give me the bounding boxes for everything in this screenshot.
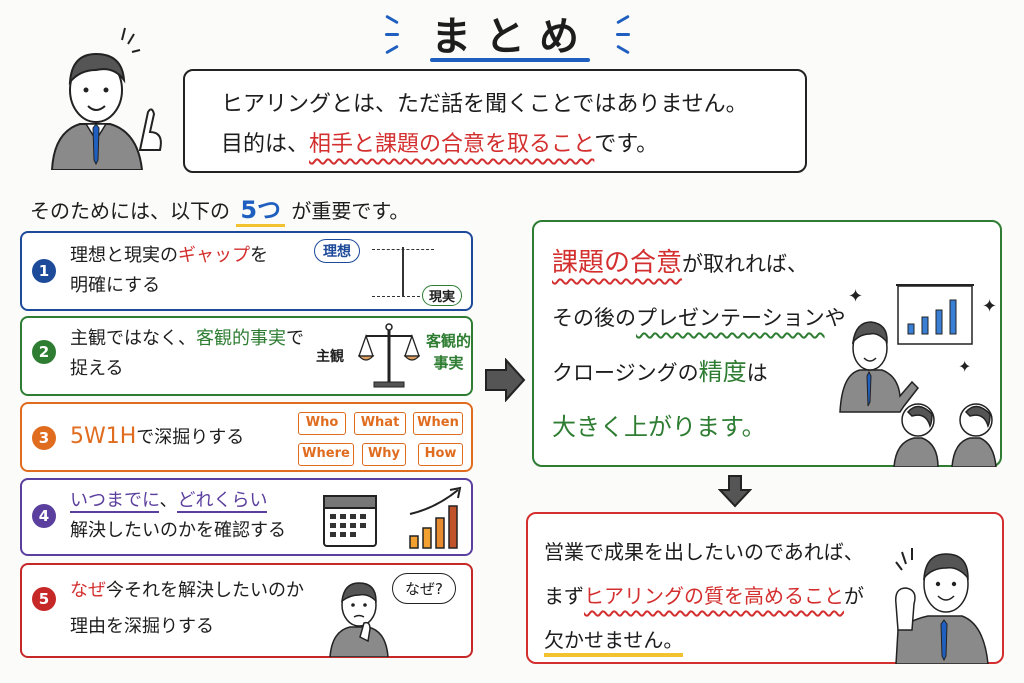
tag-why: Why: [362, 443, 406, 466]
tag-when: When: [413, 412, 463, 435]
step-5-text: なぜ今それを解決したいのか 理由を深掘りする: [70, 580, 304, 637]
title-decoration-right: [612, 14, 634, 55]
tag-what: What: [354, 412, 406, 435]
reality-cloud-label: 現実: [422, 285, 463, 306]
step-1-text: 理想と現実のギャップを 明確にする: [70, 245, 268, 296]
subjective-label: 主観: [316, 349, 344, 365]
ideal-cloud-label: 理想: [314, 239, 360, 263]
svg-text:✦: ✦: [982, 296, 997, 317]
intro-line-2: 目的は、相手と課題の合意を取ることです。: [221, 132, 659, 157]
five-emphasis: 5つ: [236, 196, 286, 227]
svg-text:✦: ✦: [848, 286, 863, 307]
step-5-card: 5 なぜ今それを解決したいのか 理由を深掘りする なぜ?: [20, 563, 473, 658]
step-2-card: 2 主観ではなく、客観的事実で 捉える 主観 客観的 事実: [20, 316, 473, 396]
gap-dashed-line-bottom: [372, 296, 420, 297]
page-title: まとめ: [431, 14, 593, 60]
objective-label: 客観的 事実: [426, 332, 472, 372]
businessman-fist-pump-illustration: [894, 548, 989, 664]
step-4-text: いつまでに、どれくらい 解決したいのかを確認する: [70, 490, 286, 541]
tag-who: Who: [298, 412, 346, 435]
gap-arrow-icon: [402, 247, 404, 297]
step-3-text: 5W1Hで深掘りする: [70, 424, 245, 449]
step-1-card: 1 理想と現実のギャップを 明確にする 理想 現実: [20, 231, 473, 311]
businessman-pointing-illustration: [50, 27, 162, 170]
step-2-badge: 2: [32, 340, 56, 364]
growth-chart-icon: [409, 486, 462, 549]
step-5-badge: 5: [32, 587, 56, 611]
presentation-illustration: ✦ ✦ ✦: [839, 284, 997, 467]
intro-line-1: ヒアリングとは、ただ話を聞くことではありません。: [221, 92, 748, 117]
tag-how: How: [418, 443, 463, 466]
right-arrow-icon: [485, 358, 526, 402]
thought-bubble: なぜ?: [392, 573, 456, 604]
step-1-badge: 1: [32, 259, 56, 283]
title-underline: [430, 58, 590, 62]
step-3-card: 3 5W1Hで深掘りする Who What When Where Why How: [20, 402, 473, 472]
svg-text:✦: ✦: [958, 357, 971, 376]
intro-box: ヒアリングとは、ただ話を聞くことではありません。 目的は、相手と課題の合意を取る…: [183, 69, 807, 173]
conclusion-box: 営業で成果を出したいのであれば、 まずヒアリングの質を高めることが 欠かせません…: [526, 512, 1004, 664]
tag-where: Where: [298, 443, 354, 466]
step-3-badge: 3: [32, 426, 56, 450]
conclusion-text: 営業で成果を出したいのであれば、 まずヒアリングの質を高めることが 欠かせません…: [544, 530, 864, 662]
step-4-badge: 4: [32, 504, 56, 528]
scale-icon: [358, 323, 420, 388]
step-2-text: 主観ではなく、客観的事実で 捉える: [70, 328, 304, 379]
intro-highlight: 相手と課題の合意を取ること: [309, 132, 595, 157]
calendar-icon: [323, 495, 377, 547]
subheading: そのためには、以下の 5つ が重要です。: [30, 190, 409, 227]
thinking-businessman-illustration: [329, 582, 389, 657]
result-box: 課題の合意が取れれば、 その後のプレゼンテーションや クロージングの精度は 大き…: [532, 220, 1002, 467]
result-text: 課題の合意が取れれば、 その後のプレゼンテーションや クロージングの精度は 大き…: [552, 248, 846, 441]
title-decoration-left: [385, 14, 407, 55]
down-arrow-icon: [718, 475, 752, 508]
step-4-card: 4 いつまでに、どれくらい 解決したいのかを確認する: [20, 478, 473, 556]
